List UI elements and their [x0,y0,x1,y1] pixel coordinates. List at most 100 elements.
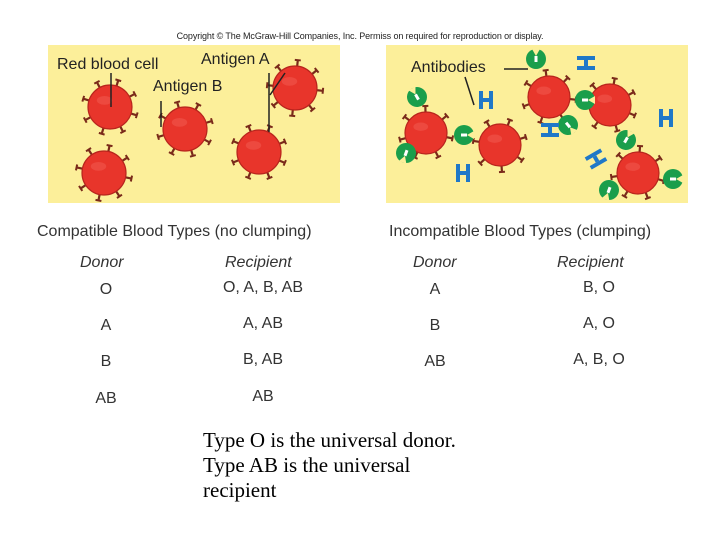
antigen-a-label: Antigen A [201,51,270,68]
footnote: Type O is the universal donor. Type AB i… [203,428,456,503]
cell-highlight [413,122,429,131]
red-blood-cell-label: Red blood cell [57,56,159,73]
antigen-tip [244,175,252,180]
antibody-b-bridge [592,155,600,163]
antigen-tip [644,196,652,201]
antigen-tip [93,79,101,85]
incompatible-heading: Incompatible Blood Types (clumping) [389,223,652,240]
antibody-icon [407,86,427,107]
antibody-b-arm [541,123,559,127]
antibody-notch [532,49,540,56]
cell-highlight [487,134,503,143]
cell-body [272,65,318,111]
antigen-tip [116,193,123,199]
cell-body [527,75,571,119]
antigen-tip [245,123,252,129]
antigen-tip [289,114,296,118]
antibody-b-arm [669,109,673,127]
antigen-tip [85,147,92,153]
antibody-b-arm [577,56,595,60]
antibody-b-arm [577,66,595,70]
antigen-tip [565,74,571,81]
antibodies-label: Antibodies [411,59,486,76]
antibody-notch [398,155,407,164]
clumping-cells-illustration [396,49,683,201]
antigen-tip [483,119,490,124]
antigen-tip [129,175,134,182]
antibody-notch [627,129,635,138]
antibody-icon [454,125,474,145]
cell-highlight [625,162,641,171]
antigen-tip [631,88,637,96]
copyright-notice: Copyright © The McGraw-Hill Companies, I… [176,31,544,41]
antigen-tip [282,138,288,145]
antibody-b-icon [584,148,608,170]
incompatible-donor-cell: B [429,317,441,334]
cell-body [616,151,660,195]
cell-highlight [281,77,298,86]
antigen-tip [398,136,402,143]
antigen-tip [156,133,160,141]
antibody-mark [414,93,420,101]
antibody-mark [623,136,629,144]
incompatible-recipient-header: Recipient [557,254,624,271]
antigen-tip [321,87,325,94]
antigen-tip [443,112,450,119]
compatible-donor-cell: O [99,281,113,298]
antigen-tip [611,76,618,80]
red-blood-cell [81,78,139,136]
antigen-tip [309,107,316,113]
antigen-tip [98,131,105,136]
compatible-heading: Compatible Blood Types (no clumping) [37,223,312,240]
antibody-mark [670,177,676,181]
cell-body [81,150,127,196]
antigen-tip [124,154,130,161]
cell-body [162,106,208,152]
antibody-b-bridge [460,171,466,175]
antigen-tip [189,154,197,158]
compatible-donor-header: Donor [80,254,124,271]
antigen-tip [82,116,88,124]
footnote-line: Type AB is the universal [203,453,411,477]
antigen-tip [266,124,274,129]
antibody-mark [582,98,588,102]
antibody-notch [601,192,610,201]
antibody-mark [606,186,612,194]
antibodies-pointer-2 [464,76,475,106]
cell-highlight [597,94,613,103]
antibody-icon [616,129,636,150]
antibody-notch [676,175,683,183]
antigen-tip [609,173,613,181]
antigen-tip [401,113,408,120]
cell-body [478,123,522,167]
incompatible-donor-header: Donor [413,254,457,271]
antibody-icon [599,180,619,201]
antibody-b-icon [541,123,559,137]
compatible-donor-cell: A [100,317,112,334]
cell-highlight [171,118,188,127]
antigen-tip [542,68,549,72]
antigen-tip [115,78,122,83]
antigen-tip [265,82,269,89]
antigen-tip [78,185,84,192]
antigen-tip [591,124,598,130]
antibody-notch [569,127,578,136]
antigen-tip [294,58,301,62]
antigen-tip [282,159,287,167]
antibody-b-arm [659,109,663,127]
antibody-notch [408,86,416,95]
cell-highlight [245,141,262,150]
incompatible-illustration-panel: Antibodies [386,45,688,203]
antibody-mark [461,133,467,137]
antibody-notch [588,96,595,104]
antibody-b-bridge [584,60,588,66]
antigen-tip [74,164,79,171]
red-blood-cell [265,58,325,118]
cell-body [236,129,282,175]
red-blood-cell [471,117,528,174]
antigen-tip [523,133,528,141]
antigen-tip [274,63,281,69]
antigen-tip [207,139,212,146]
cell-body [588,83,632,127]
antigen-tip [95,198,102,203]
